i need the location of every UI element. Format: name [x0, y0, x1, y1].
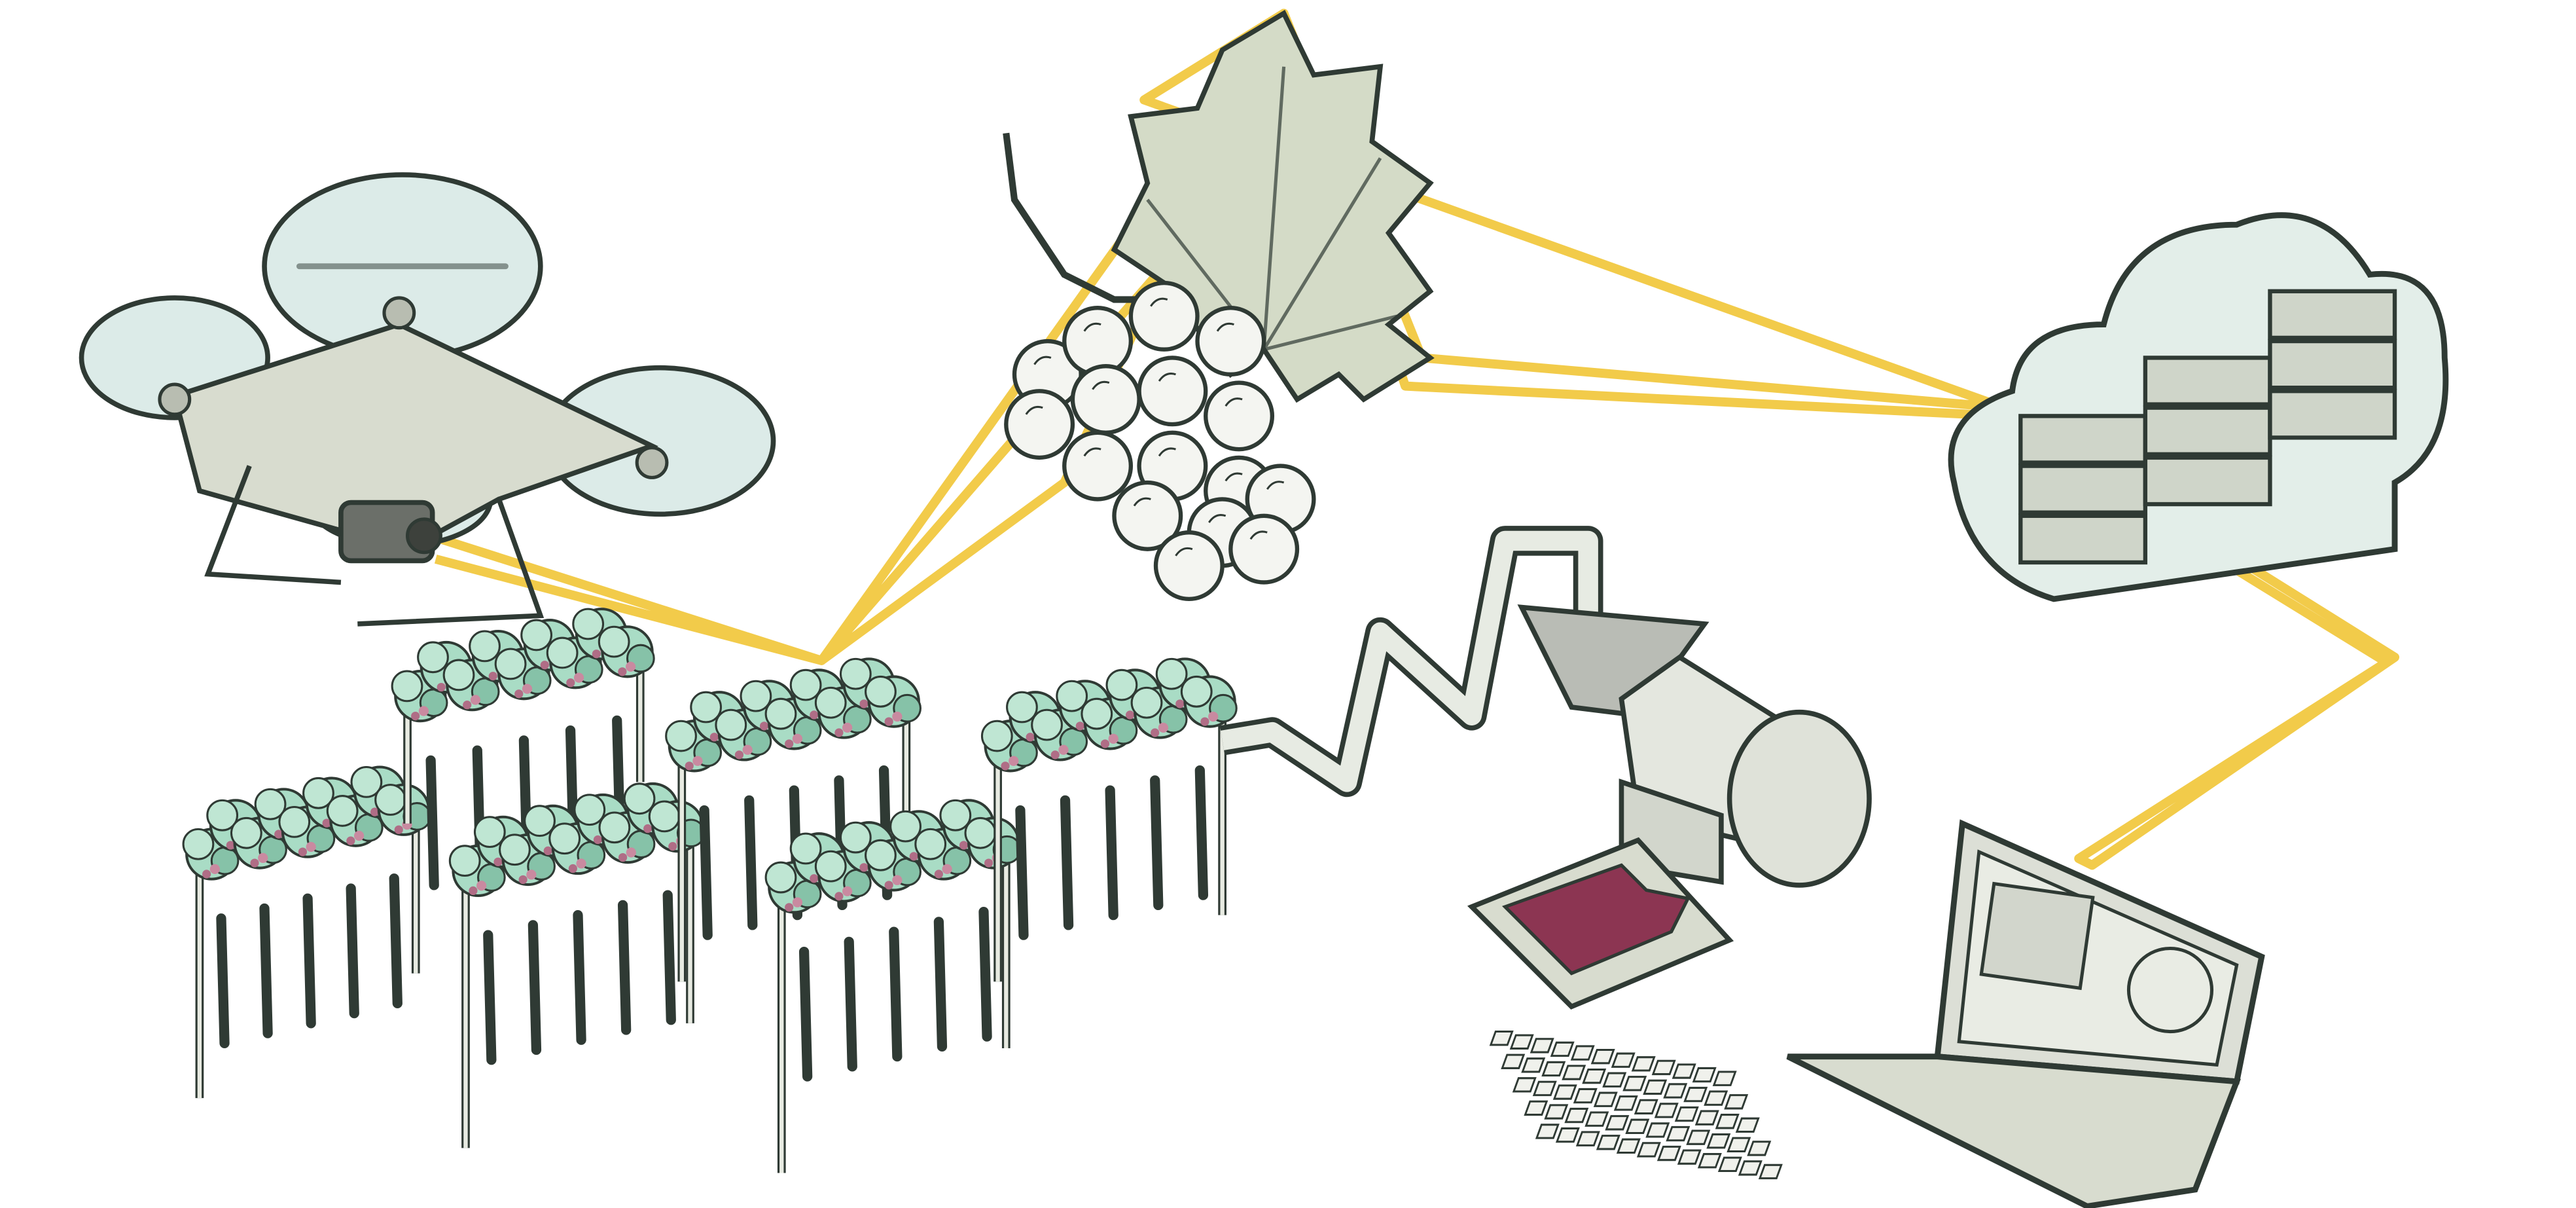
vine-row: [982, 659, 1236, 982]
drone-icon: [79, 172, 776, 627]
wine-crusher-icon: [1219, 526, 1872, 1010]
cloud-server-icon: [1948, 212, 2449, 602]
screen-window-icon: [1979, 881, 2095, 991]
screen-chart-icon: [2126, 946, 2214, 1034]
grape-stem: [1003, 132, 1164, 303]
link-cloud-to-laptop: [2074, 528, 2400, 870]
grape-berries: [1004, 280, 1316, 602]
laptop-keys: [1489, 1031, 1783, 1180]
drone-legs: [204, 465, 545, 627]
laptop-keyboard-base: [1786, 1053, 2241, 1208]
server-stack: [2018, 289, 2397, 565]
vine-row: [666, 659, 921, 982]
wine-pool: [1501, 863, 1690, 976]
vineyard-icon: [183, 609, 1236, 1173]
vine-row: [450, 784, 704, 1148]
grape-bunch-icon: [1003, 10, 1435, 602]
vine-row: [183, 767, 430, 1099]
vine-row: [766, 800, 1020, 1173]
laptop-icon: [1489, 819, 2265, 1208]
